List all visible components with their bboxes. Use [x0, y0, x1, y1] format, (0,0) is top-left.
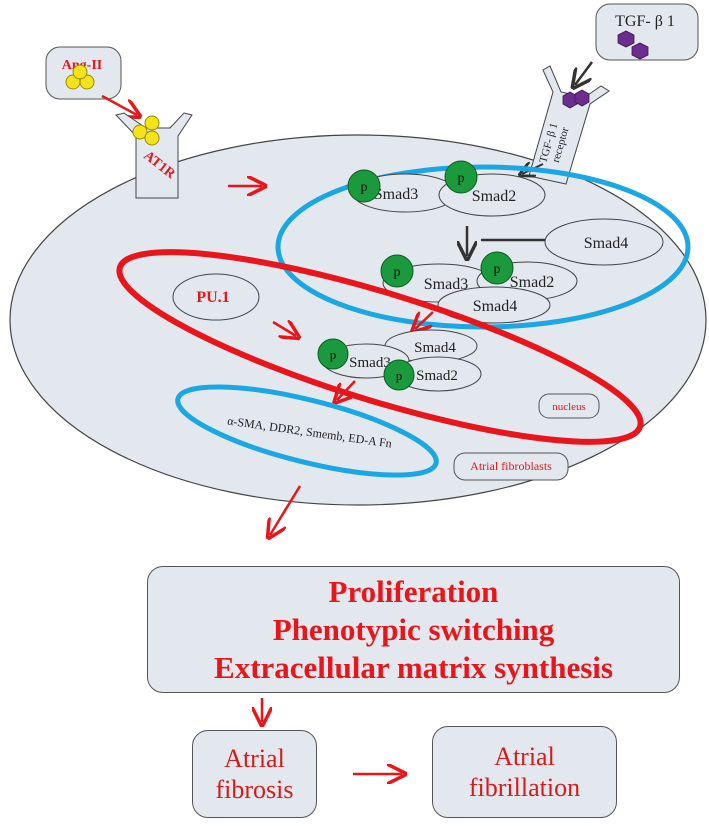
ang-ii-molecule	[65, 64, 95, 90]
top-smad2-label: Smad2	[472, 188, 516, 205]
outcome-box: Proliferation Phenotypic switching Extra…	[147, 566, 680, 693]
atrial-fibrillation-line2: fibrillation	[468, 773, 581, 802]
tgf-b1-receptor	[528, 65, 610, 185]
tgf-b1-label: TGF- β 1	[615, 13, 675, 30]
cell-label: Atrial fibroblasts	[470, 459, 552, 473]
target-genes-ring	[175, 384, 439, 478]
atrial-fibrosis-line1: Atrial	[224, 744, 285, 773]
nuclear-translocation-arrow	[415, 311, 434, 329]
ang-ii-bound-molecule	[132, 115, 160, 146]
tgf-b1-molecule	[617, 30, 649, 60]
pu1-arrow	[272, 322, 296, 336]
atrial-fibrillation-line1: Atrial	[494, 742, 555, 771]
nuc-smad4-label: Smad4	[414, 340, 456, 356]
tgf-b1-bound-molecule	[562, 89, 590, 109]
pu1	[172, 273, 260, 321]
phospho-nuc-smad2	[383, 359, 415, 391]
free-smad4-label: Smad4	[584, 235, 628, 252]
outcome-proliferation: Proliferation	[328, 573, 499, 609]
phospho-nuc-smad3	[317, 338, 349, 370]
transcription-arrow	[337, 380, 356, 400]
ang-ii-arrow	[101, 94, 137, 115]
tgf-b1-arrow	[575, 61, 594, 85]
phospho-top-smad3-label: p	[361, 180, 368, 195]
nuc-smad2-label: Smad2	[416, 368, 458, 384]
complex-smad4	[437, 286, 551, 324]
complex-smad2-label: Smad2	[510, 274, 554, 291]
tgf-b1-box	[595, 3, 699, 61]
atrial-fibrosis-box: Atrial fibrosis	[192, 730, 317, 818]
phospho-nuc-smad2-label: p	[396, 368, 403, 383]
phospho-complex-smad2-label: p	[494, 262, 501, 277]
outcome-ecm-synthesis: Extracellular matrix synthesis	[214, 649, 613, 685]
top-smad3-label: Smad3	[374, 186, 418, 203]
atrial-fibrosis-line2: fibrosis	[215, 775, 294, 804]
outcome-phenotypic-switching: Phenotypic switching	[272, 611, 555, 647]
nuc-smad3-label: Smad3	[349, 355, 391, 371]
phospho-complex-smad2	[480, 251, 514, 285]
cell-label-box	[453, 452, 569, 481]
phospho-nuc-smad3-label: p	[330, 347, 337, 362]
pu1-label: PU.1	[196, 289, 229, 306]
nucleus-label-box	[538, 393, 600, 419]
phospho-complex-smad3	[380, 254, 414, 288]
free-smad4	[544, 218, 664, 266]
atrial-fibrillation-box: Atrial fibrillation	[432, 726, 617, 818]
phospho-top-smad2-label: p	[458, 171, 465, 186]
nucleus-label: nucleus	[552, 401, 586, 413]
complex-smad3-label: Smad3	[424, 276, 468, 293]
complex-smad4-label: Smad4	[473, 298, 517, 315]
nucleus-ring	[116, 249, 644, 445]
phospho-complex-smad3-label: p	[394, 265, 401, 280]
phospho-top-smad3	[347, 169, 381, 203]
cell-to-outcome-arrow	[270, 485, 302, 535]
phospho-top-smad2	[444, 160, 478, 194]
